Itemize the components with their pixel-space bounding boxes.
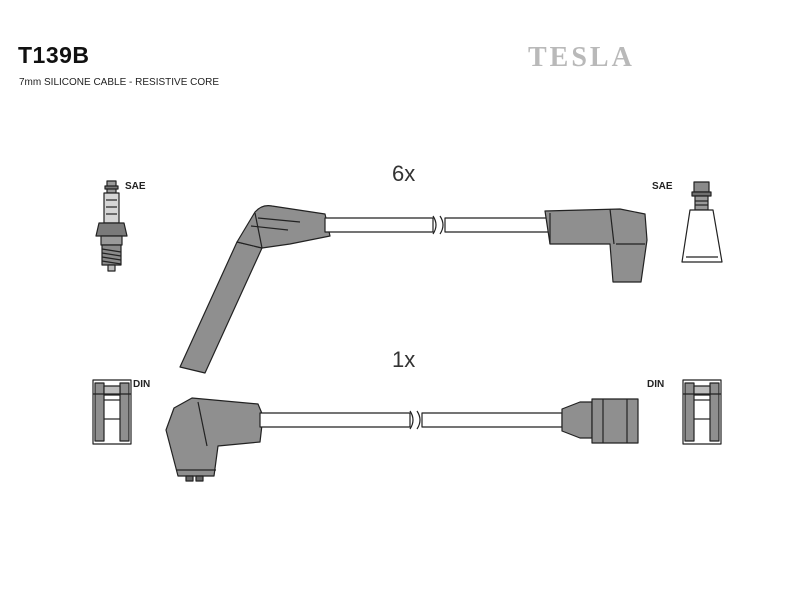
sae-terminal-icon xyxy=(681,181,723,263)
sae-label-left: SAE xyxy=(125,181,146,192)
sae-label-right: SAE xyxy=(652,181,673,192)
cable-description: 7mm SILICONE CABLE - RESISTIVE CORE xyxy=(19,77,220,88)
brand-logo: TESLA xyxy=(528,42,635,73)
din-socket-icon-left xyxy=(92,379,132,445)
din-label-right: DIN xyxy=(647,379,665,390)
spark-plug-icon xyxy=(95,180,128,272)
din-label-left: DIN xyxy=(133,379,151,390)
din-socket-icon-right xyxy=(682,379,722,445)
cable-quantity-top: 6x xyxy=(392,161,416,186)
cable-bottom xyxy=(165,397,639,482)
cable-quantity-bottom: 1x xyxy=(392,347,416,372)
part-number: T139B xyxy=(18,42,90,68)
cable-top xyxy=(179,205,648,374)
